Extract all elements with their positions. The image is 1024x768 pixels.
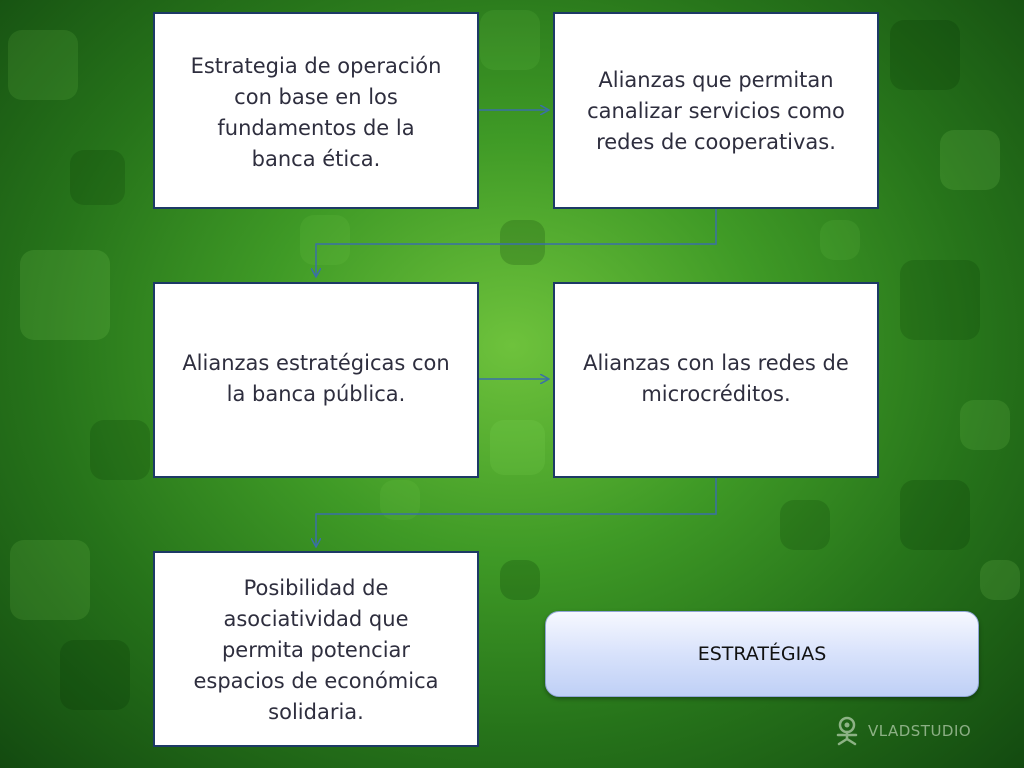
box-text: Posibilidad de asociatividad que permita… [193, 573, 438, 728]
box-line: microcréditos. [641, 382, 791, 406]
background-square [8, 30, 78, 100]
background-square [480, 10, 540, 70]
vladstudio-logo-icon [836, 716, 858, 746]
background-square [90, 420, 150, 480]
background-square [820, 220, 860, 260]
arrow-b4-to-b5 [316, 478, 717, 546]
background-square [980, 560, 1020, 600]
background-square [960, 400, 1010, 450]
box-line: Alianzas estratégicas con [182, 351, 450, 375]
box-line: asociatividad que [223, 607, 409, 631]
background-square [500, 560, 540, 600]
arrow-b2-to-b3 [316, 209, 717, 276]
background-square [10, 540, 90, 620]
background-square [60, 640, 130, 710]
box-line: espacios de económica [193, 669, 439, 693]
box-line: fundamentos de la [217, 116, 415, 140]
brand-label: VLADSTUDIO [868, 722, 972, 740]
box-line: Posibilidad de [243, 576, 389, 600]
strategy-box-etica: Estrategia de operación con base en los … [153, 12, 479, 209]
box-line: canalizar servicios como [587, 99, 845, 123]
strategy-box-asociatividad: Posibilidad de asociatividad que permita… [153, 551, 479, 747]
strategy-box-cooperativas: Alianzas que permitan canalizar servicio… [553, 12, 879, 209]
strategy-box-banca-publica: Alianzas estratégicas con la banca públi… [153, 282, 479, 478]
estrategias-button[interactable]: ESTRATÉGIAS [545, 611, 979, 697]
background-square [20, 250, 110, 340]
background-square [940, 130, 1000, 190]
background-square [780, 500, 830, 550]
box-text: Estrategia de operación con base en los … [191, 51, 442, 175]
background-square [890, 20, 960, 90]
background-square [900, 480, 970, 550]
strategy-box-microcreditos: Alianzas con las redes de microcréditos. [553, 282, 879, 478]
box-text: Alianzas con las redes de microcréditos. [583, 348, 849, 410]
background-square [300, 215, 350, 265]
box-line: la banca pública. [226, 382, 406, 406]
background-square [70, 150, 125, 205]
box-line: Alianzas con las redes de [583, 351, 849, 375]
estrategias-button-label: ESTRATÉGIAS [697, 643, 827, 665]
background-square [900, 260, 980, 340]
brand-watermark: VLADSTUDIO [834, 714, 971, 748]
box-line: redes de cooperativas. [596, 130, 836, 154]
box-line: con base en los [234, 85, 398, 109]
box-line: Alianzas que permitan [598, 68, 834, 92]
background-square [380, 480, 420, 520]
box-line: banca ética. [251, 147, 381, 171]
background-square [490, 420, 545, 475]
box-line: solidaria. [268, 700, 364, 724]
background-square [500, 220, 545, 265]
box-text: Alianzas que permitan canalizar servicio… [587, 65, 845, 158]
box-line: permita potenciar [221, 638, 411, 662]
box-text: Alianzas estratégicas con la banca públi… [182, 348, 449, 410]
box-line: Estrategia de operación [190, 54, 442, 78]
